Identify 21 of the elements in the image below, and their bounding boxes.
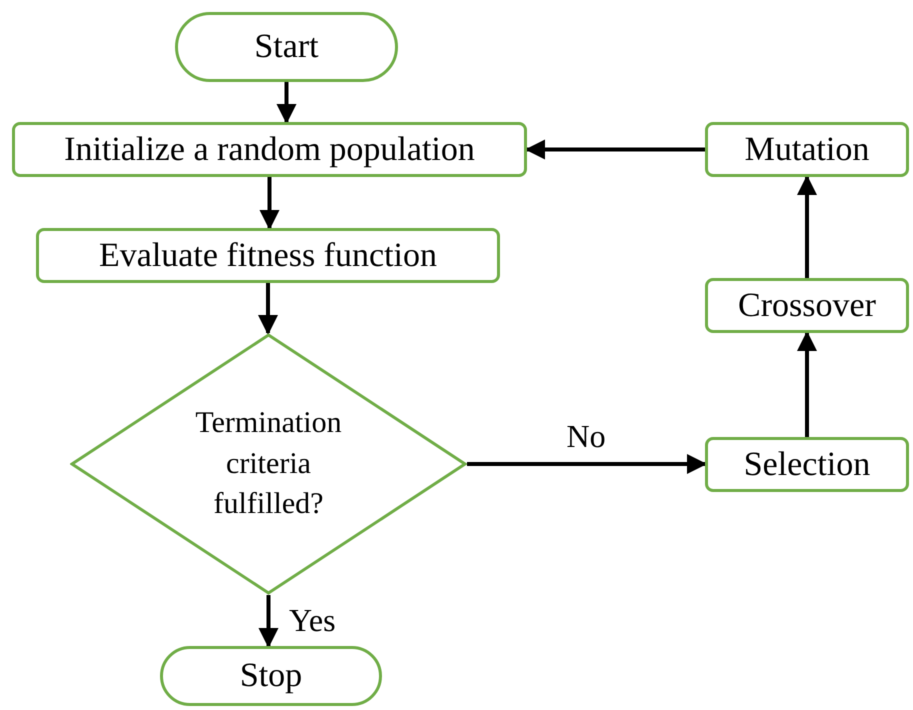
process-box	[705, 278, 909, 333]
node-text: Termination criteria fulfilled?	[194, 405, 343, 522]
arrow	[258, 595, 278, 648]
process-box	[705, 437, 909, 492]
process-box	[12, 122, 527, 177]
node-text: Selection	[744, 446, 870, 484]
process-box	[36, 228, 500, 283]
process-box	[705, 122, 909, 177]
node-text: Start	[254, 28, 319, 66]
node-text: Mutation	[744, 130, 870, 168]
arrow	[260, 177, 280, 230]
node-text: Stop	[240, 657, 302, 695]
decision-diamond	[70, 333, 467, 595]
arrow	[797, 331, 817, 437]
node-text: Initialize a random population	[64, 130, 475, 168]
arrow	[797, 175, 817, 278]
arrow	[525, 140, 705, 160]
node-text: Evaluate fitness function	[98, 236, 437, 274]
arrow	[276, 82, 296, 124]
arrow	[258, 283, 278, 335]
node-text: Crossover	[738, 286, 876, 324]
